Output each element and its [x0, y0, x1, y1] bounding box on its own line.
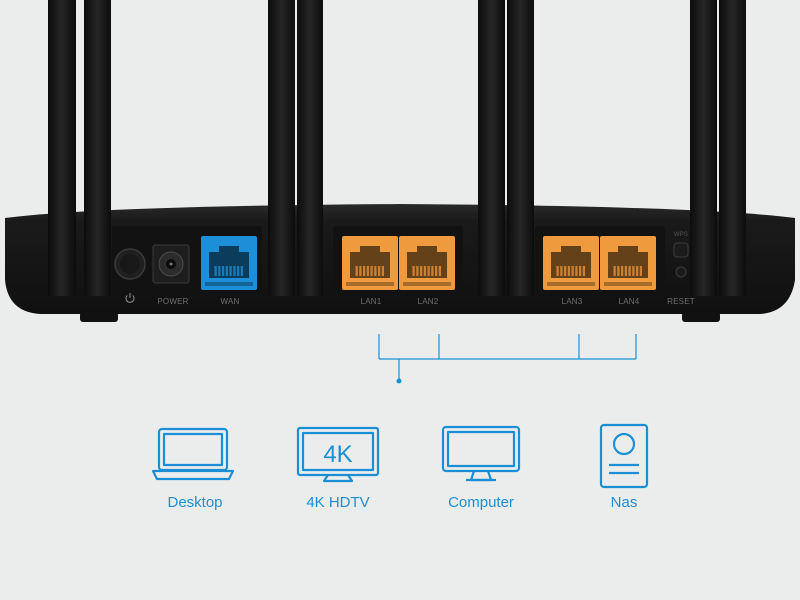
tv-4k-icon: 4K [296, 426, 380, 483]
device-label-computer: Computer [448, 494, 514, 511]
antenna-4 [297, 0, 323, 296]
device-label-4k-hdtv: 4K HDTV [306, 494, 370, 511]
antenna-7 [690, 0, 717, 296]
lan-connection-lines [378, 334, 637, 380]
monitor-icon [441, 425, 521, 482]
router-foot-left [80, 312, 118, 322]
lan2-port-label: LAN2 [417, 297, 439, 306]
reset-button-label: RESET [667, 297, 695, 306]
device-label-desktop: Desktop [167, 494, 223, 511]
wan-port[interactable] [201, 236, 257, 290]
nas-icon [599, 423, 649, 489]
lan4-port[interactable] [600, 236, 656, 290]
power-icon [125, 293, 135, 303]
wan-port-label: WAN [220, 297, 240, 306]
lan2-port[interactable] [399, 236, 455, 290]
power-button[interactable] [114, 248, 146, 280]
lan3-port[interactable] [543, 236, 599, 290]
lan3-port-label: LAN3 [561, 297, 583, 306]
wps-button-label: WPS [673, 232, 689, 238]
reset-button[interactable] [675, 266, 687, 278]
tv-4k-text: 4K [323, 441, 352, 468]
power-jack [152, 244, 190, 284]
router-foot-right [682, 312, 720, 322]
antenna-2 [84, 0, 111, 296]
lan1-port[interactable] [342, 236, 398, 290]
wps-button[interactable] [673, 242, 689, 258]
lan1-port-label: LAN1 [360, 297, 382, 306]
power-port-label: POWER [157, 297, 189, 306]
laptop-icon [151, 427, 235, 481]
lan4-port-label: LAN4 [618, 297, 640, 306]
antennas [48, 0, 746, 296]
antenna-1 [48, 0, 76, 296]
antenna-5 [478, 0, 505, 296]
device-label-nas: Nas [610, 494, 638, 511]
antenna-6 [507, 0, 534, 296]
antenna-3 [268, 0, 295, 296]
lan-connection-dot [396, 378, 402, 384]
antenna-8 [719, 0, 746, 296]
